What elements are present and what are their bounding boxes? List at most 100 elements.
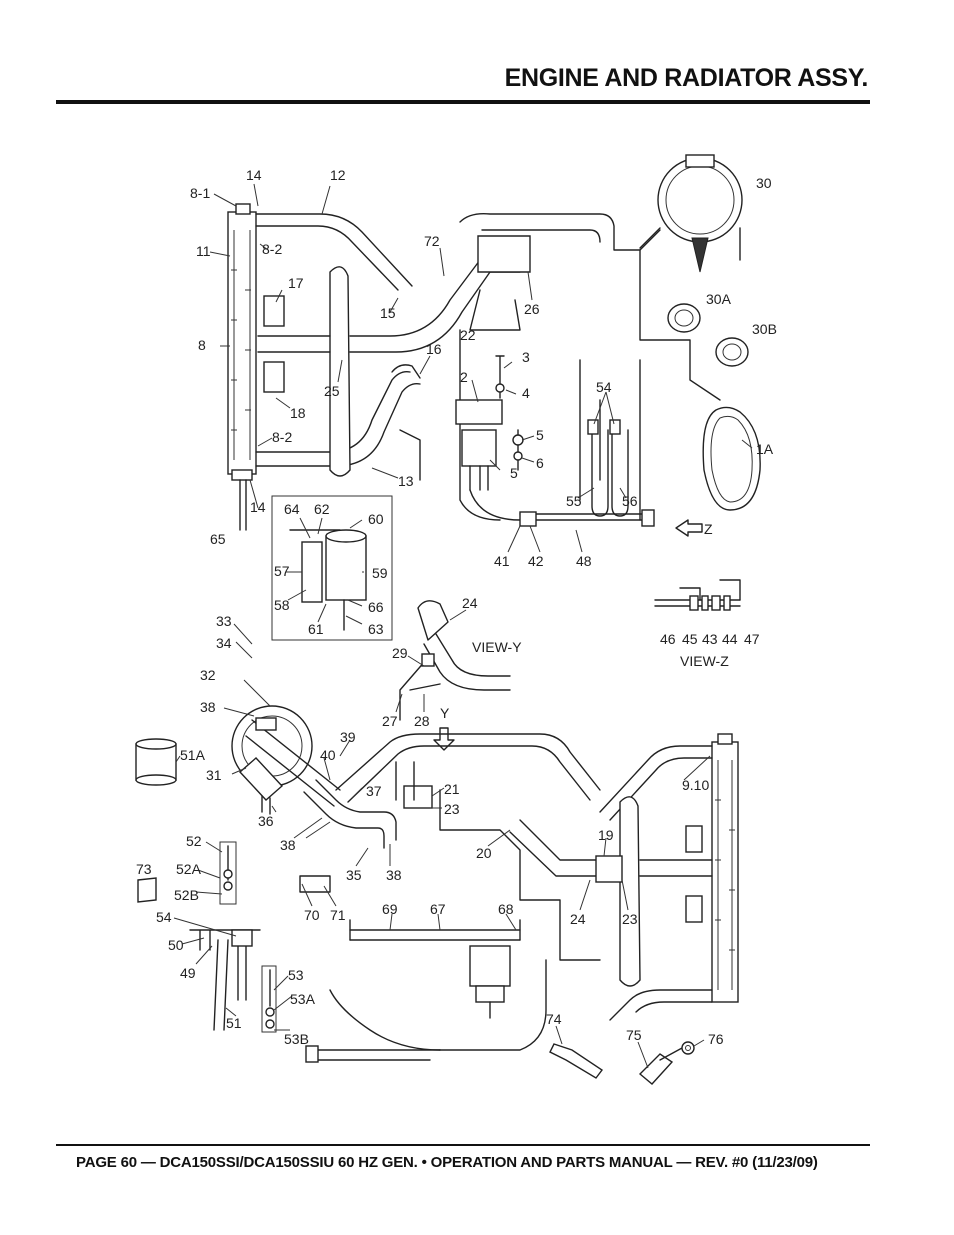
oil-filter-51A: [135, 738, 177, 786]
label-19: 19: [598, 827, 614, 843]
label-43: 43: [702, 631, 718, 647]
label-Y: Y: [440, 705, 450, 721]
label-45: 45: [682, 631, 698, 647]
label-29: 29: [392, 645, 408, 661]
label-26: 26: [524, 301, 540, 317]
label-56: 56: [622, 493, 638, 509]
label-33: 33: [216, 613, 232, 629]
lower-fan: [595, 796, 713, 987]
label-1A: 1A: [756, 441, 774, 457]
label-44: 44: [722, 631, 738, 647]
footer-rule: [56, 1144, 870, 1146]
label-71: 71: [330, 907, 346, 923]
label-Z: Z: [704, 521, 713, 537]
label-15: 15: [380, 305, 396, 321]
lower-radiator: [711, 733, 739, 1003]
engine-mount-upper: [455, 355, 524, 491]
air-intake-hoses: [303, 733, 601, 849]
label-46: 46: [660, 631, 676, 647]
label-28: 28: [414, 713, 430, 729]
label-48: 48: [576, 553, 592, 569]
label-20: 20: [476, 845, 492, 861]
label-8-2-lower: 8-2: [272, 429, 292, 445]
label-38-top: 38: [200, 699, 216, 715]
label-65: 65: [210, 531, 226, 547]
label-39: 39: [340, 729, 356, 745]
label-24-low: 24: [570, 911, 586, 927]
label-62: 62: [314, 501, 330, 517]
label-5-lower: 5: [510, 465, 518, 481]
label-12: 12: [330, 167, 346, 183]
label-23: 23: [444, 801, 460, 817]
label-38-mid: 38: [280, 837, 296, 853]
label-8-2: 8-2: [262, 241, 282, 257]
label-2: 2: [460, 369, 468, 385]
fuel-filter-box: [271, 495, 393, 641]
label-25: 25: [324, 383, 340, 399]
label-42: 42: [528, 553, 544, 569]
leader-lines: [173, 183, 753, 1069]
label-3: 3: [522, 349, 530, 365]
label-14-lower: 14: [250, 499, 266, 515]
label-23-low: 23: [622, 911, 638, 927]
label-31: 31: [206, 767, 222, 783]
label-52A: 52A: [176, 861, 202, 877]
arrow-z: [675, 519, 703, 537]
label-68: 68: [498, 901, 514, 917]
label-8: 8: [198, 337, 206, 353]
label-17: 17: [288, 275, 304, 291]
label-54-top: 54: [596, 379, 612, 395]
label-21: 21: [444, 781, 460, 797]
header-rule: [56, 100, 870, 104]
oil-pressure-lines: [587, 419, 629, 517]
label-view-y: VIEW-Y: [472, 639, 522, 655]
label-37: 37: [366, 783, 382, 799]
label-70: 70: [304, 907, 320, 923]
page-title: ENGINE AND RADIATOR ASSY.: [504, 64, 869, 92]
label-30A: 30A: [706, 291, 732, 307]
label-27: 27: [382, 713, 398, 729]
drain-pipe-48: [469, 489, 655, 527]
page-footer: PAGE 60 — DCA150SSI/DCA150SSIU 60 HZ GEN…: [76, 1154, 818, 1171]
label-38-low: 38: [386, 867, 402, 883]
label-16: 16: [426, 341, 442, 357]
label-9-10: 9.10: [682, 777, 709, 793]
label-14: 14: [246, 167, 262, 183]
label-51A: 51A: [180, 747, 206, 763]
air-cleaner: [231, 705, 341, 815]
label-24-top: 24: [462, 595, 478, 611]
label-52B: 52B: [174, 887, 199, 903]
label-30B: 30B: [752, 321, 777, 337]
label-72: 72: [424, 233, 440, 249]
label-60: 60: [368, 511, 384, 527]
label-63: 63: [368, 621, 384, 637]
label-6: 6: [536, 455, 544, 471]
label-35: 35: [346, 867, 362, 883]
label-view-z: VIEW-Z: [680, 653, 729, 669]
label-76: 76: [708, 1031, 724, 1047]
label-54-low: 54: [156, 909, 172, 925]
label-34: 34: [216, 635, 232, 651]
label-74: 74: [546, 1011, 562, 1027]
label-66: 66: [368, 599, 384, 615]
label-61: 61: [308, 621, 324, 637]
label-40: 40: [320, 747, 336, 763]
label-49: 49: [180, 965, 196, 981]
view-z-detail: [654, 579, 741, 611]
lower-hoses: [509, 745, 713, 1021]
label-64: 64: [284, 501, 300, 517]
label-55: 55: [566, 493, 582, 509]
label-13: 13: [398, 473, 414, 489]
label-5: 5: [536, 427, 544, 443]
label-8-1: 8-1: [190, 185, 210, 201]
label-53B: 53B: [284, 1031, 309, 1047]
label-52: 52: [186, 833, 202, 849]
belt-1A: [702, 406, 761, 511]
oil-filter-bracket: [137, 841, 277, 1033]
arrow-y: [433, 727, 455, 751]
label-53: 53: [288, 967, 304, 983]
upper-engine-outline: [399, 212, 721, 521]
label-30: 30: [756, 175, 772, 191]
label-51: 51: [226, 1015, 242, 1031]
